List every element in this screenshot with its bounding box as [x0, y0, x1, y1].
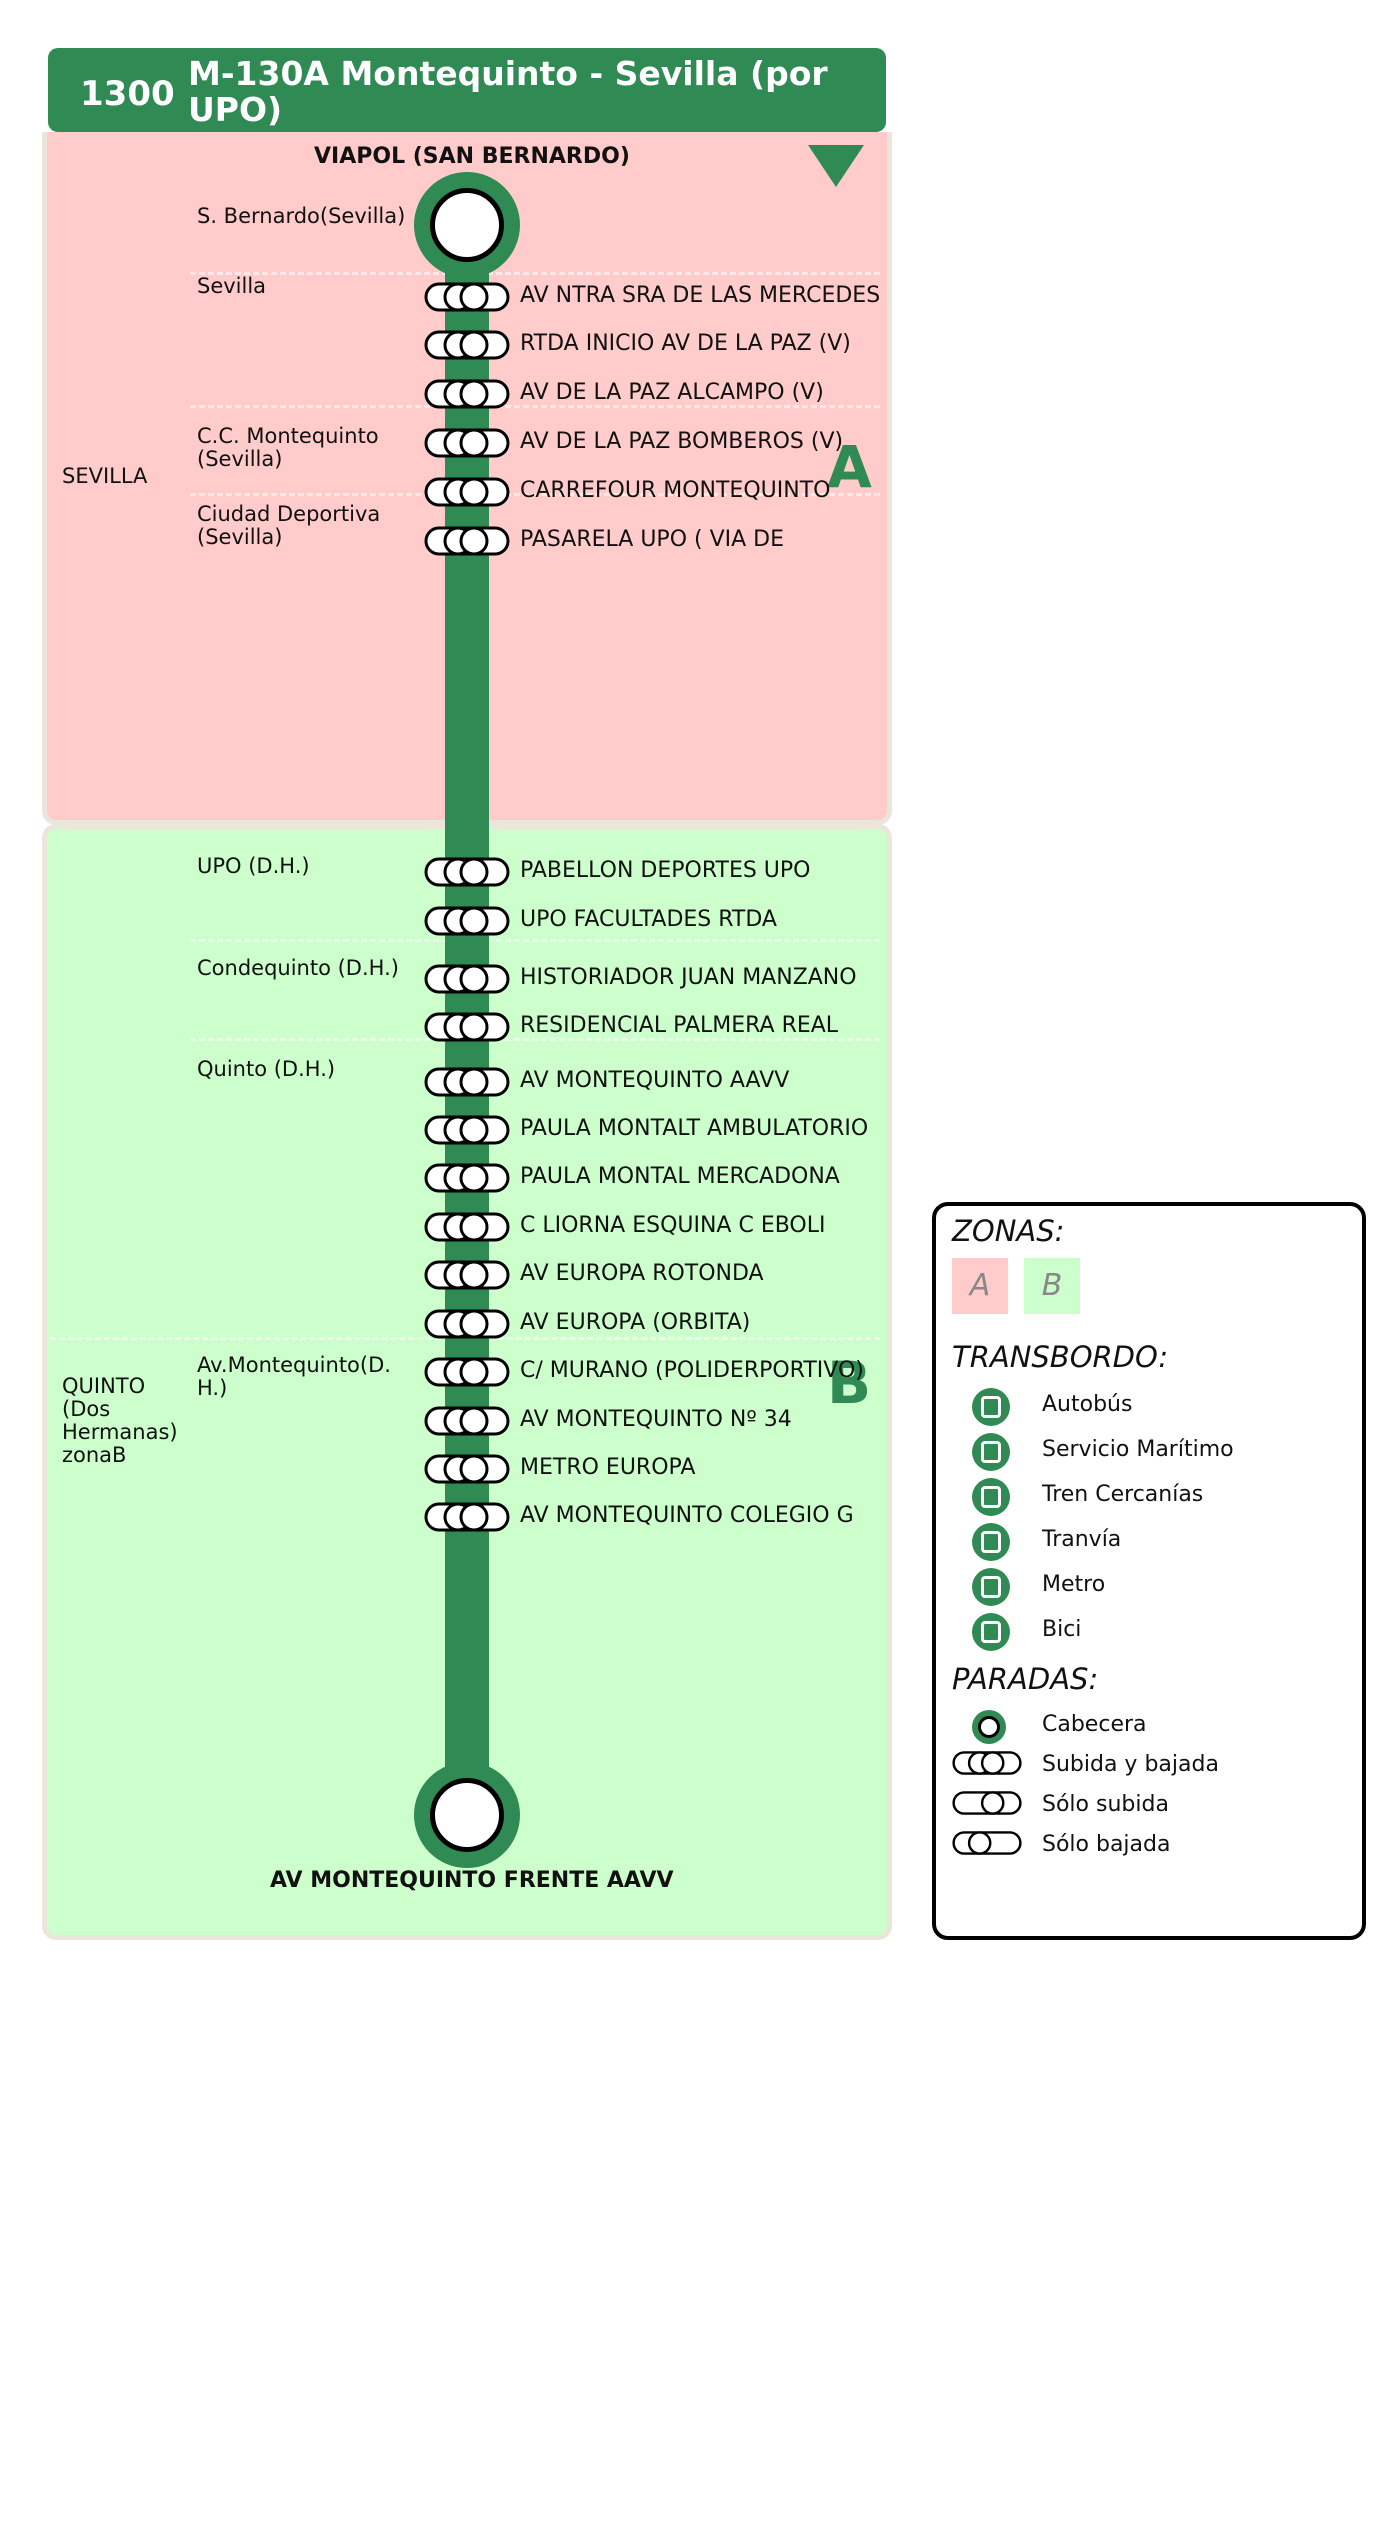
- municipality-sevilla: SEVILLA: [62, 464, 148, 488]
- locality-label: Quinto (D.H.): [197, 1057, 336, 1081]
- stop-name: CARREFOUR MONTEQUINTO: [520, 478, 831, 503]
- stop-marker-icon: [424, 477, 510, 507]
- stop-marker-icon: [424, 1212, 510, 1242]
- stop-marker-icon: [424, 330, 510, 360]
- train-icon: [972, 1478, 1010, 1516]
- legend-transbordo-label: Autobús: [1042, 1392, 1133, 1417]
- stop-marker-icon: [424, 1012, 510, 1042]
- stop-marker-icon: [424, 857, 510, 887]
- locality-label: Av.Montequinto(D. H.): [197, 1353, 391, 1400]
- legend-transbordo-label: Tren Cercanías: [1042, 1482, 1204, 1507]
- locality-label: C.C. Montequinto (Sevilla): [197, 424, 379, 471]
- stop-marker-icon: [424, 526, 510, 556]
- legend-zone-a-swatch: A: [952, 1258, 1008, 1314]
- board-alight-stop-icon: [952, 1750, 1022, 1780]
- legend-parada-label: Sólo bajada: [1042, 1832, 1171, 1857]
- stop-marker-icon: [424, 1309, 510, 1339]
- legend-parada-label: Sólo subida: [1042, 1792, 1169, 1817]
- locality-label: S. Bernardo(Sevilla): [197, 204, 406, 228]
- route-title: M-130A Montequinto - Sevilla (por UPO): [188, 54, 828, 129]
- stop-name: PAULA MONTALT AMBULATORIO: [520, 1116, 869, 1141]
- stop-name: AV MONTEQUINTO Nº 34: [520, 1407, 792, 1432]
- legend-transbordo-label: Servicio Marítimo: [1042, 1437, 1234, 1462]
- tram-icon: [972, 1523, 1010, 1561]
- separator: [190, 405, 880, 408]
- legend-zone-b-swatch: B: [1024, 1258, 1080, 1314]
- locality-label: Sevilla: [197, 274, 267, 298]
- separator: [190, 939, 880, 942]
- direction-arrow-icon: [808, 145, 864, 187]
- separator: [190, 272, 880, 275]
- legend-transbordo-title: TRANSBORDO:: [952, 1340, 1169, 1374]
- stop-name: PAULA MONTAL MERCADONA: [520, 1164, 840, 1189]
- end-terminal-label: AV MONTEQUINTO FRENTE AAVV: [270, 1868, 674, 1893]
- stop-name: AV NTRA SRA DE LAS MERCEDES: [520, 283, 881, 308]
- bus-icon: [972, 1388, 1010, 1426]
- stop-marker-icon: [424, 1406, 510, 1436]
- legend-paradas-title: PARADAS:: [952, 1662, 1099, 1696]
- separator: [190, 493, 880, 496]
- bike-icon: [972, 1613, 1010, 1651]
- stop-marker-icon: [424, 379, 510, 409]
- locality-label: UPO (D.H.): [197, 854, 310, 878]
- stop-name: HISTORIADOR JUAN MANZANO: [520, 965, 857, 990]
- line-number: 1300: [80, 74, 175, 114]
- stop-name: AV EUROPA (ORBITA): [520, 1310, 751, 1335]
- stop-marker-icon: [424, 964, 510, 994]
- stop-marker-icon: [424, 1260, 510, 1290]
- stop-name: AV DE LA PAZ BOMBEROS (V): [520, 429, 844, 454]
- stop-name: AV MONTEQUINTO AAVV: [520, 1068, 790, 1093]
- stop-marker-icon: [424, 1115, 510, 1145]
- stop-name: AV DE LA PAZ ALCAMPO (V): [520, 380, 824, 405]
- alight-only-stop-icon: [952, 1830, 1022, 1860]
- zone-b-letter: B: [827, 1349, 872, 1417]
- stop-marker-icon: [424, 906, 510, 936]
- stop-name: PABELLON DEPORTES UPO: [520, 858, 811, 883]
- legend-transbordo-label: Bici: [1042, 1617, 1082, 1642]
- stop-marker-icon: [424, 1454, 510, 1484]
- stop-marker-icon: [424, 428, 510, 458]
- stop-marker-icon: [424, 282, 510, 312]
- stop-name: C/ MURANO (POLIDERPORTIVO): [520, 1358, 864, 1383]
- stop-name: PASARELA UPO ( VIA DE: [520, 527, 784, 552]
- metro-icon: [972, 1568, 1010, 1606]
- locality-label: Ciudad Deportiva (Sevilla): [197, 502, 381, 549]
- stop-name: RTDA INICIO AV DE LA PAZ (V): [520, 331, 851, 356]
- locality-label: Condequinto (D.H.): [197, 956, 399, 980]
- legend-transbordo-label: Metro: [1042, 1572, 1106, 1597]
- route-header: 1300 M-130A Montequinto - Sevilla (por U…: [48, 48, 886, 132]
- separator: [190, 1038, 880, 1041]
- stop-marker-icon: [424, 1067, 510, 1097]
- stop-marker-icon: [424, 1502, 510, 1532]
- stop-name: AV MONTEQUINTO COLEGIO G: [520, 1503, 854, 1528]
- stop-name: AV EUROPA ROTONDA: [520, 1261, 764, 1286]
- legend-parada-label: Subida y bajada: [1042, 1752, 1219, 1777]
- terminal-stop-icon: [972, 1710, 1006, 1744]
- stop-name: C LIORNA ESQUINA C EBOLI: [520, 1213, 826, 1238]
- board-only-stop-icon: [952, 1790, 1022, 1820]
- legend-zonas-title: ZONAS:: [952, 1214, 1065, 1248]
- legend-parada-label: Cabecera: [1042, 1712, 1147, 1737]
- end-terminal-icon: [414, 1762, 520, 1868]
- stop-name: METRO EUROPA: [520, 1455, 696, 1480]
- stop-name: RESIDENCIAL PALMERA REAL: [520, 1013, 839, 1038]
- legend-transbordo-label: Tranvía: [1042, 1527, 1122, 1552]
- stop-name: UPO FACULTADES RTDA: [520, 907, 777, 932]
- start-terminal-icon: [414, 172, 520, 278]
- start-terminal-label: VIAPOL (SAN BERNARDO): [314, 144, 630, 169]
- stop-marker-icon: [424, 1163, 510, 1193]
- ship-icon: [972, 1433, 1010, 1471]
- stop-marker-icon: [424, 1357, 510, 1387]
- zone-a-letter: A: [827, 433, 872, 501]
- municipality-quinto: QUINTO (Dos Hermanas) zonaB: [62, 1374, 178, 1467]
